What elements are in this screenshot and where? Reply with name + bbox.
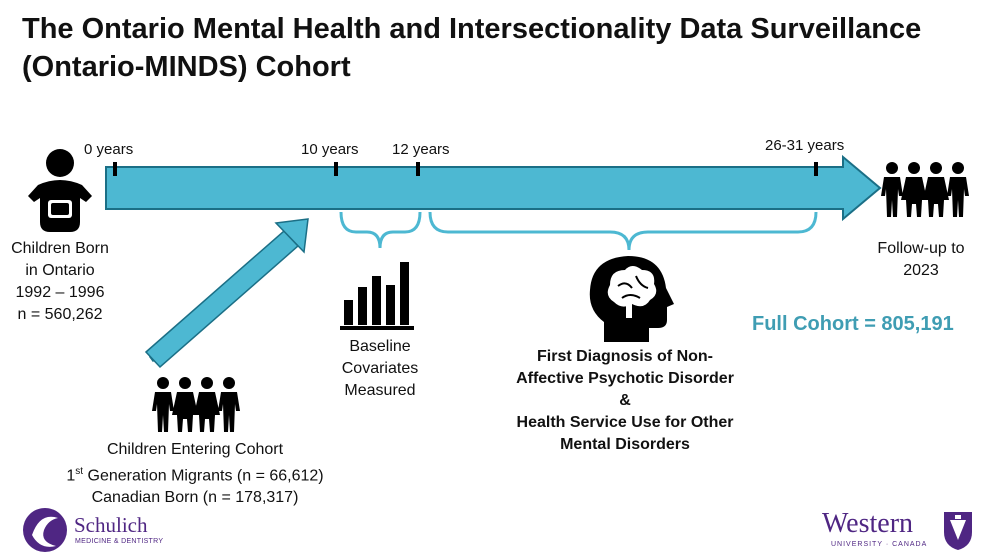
tick-mark-10 (334, 162, 338, 176)
follow-up-block: Follow-up to 2023 (866, 238, 976, 282)
brain-head-icon (589, 256, 674, 342)
children-born-line2: in Ontario (25, 262, 95, 279)
bar-chart-icon (340, 262, 414, 330)
family-icon-left (152, 377, 240, 432)
tick-label-26-31: 26-31 years (765, 137, 845, 154)
entering-migrants-rest: Generation Migrants (n = 66,612) (83, 467, 324, 485)
tick-mark-12 (416, 162, 420, 176)
schulich-logo-sub: MEDICINE & DENTISTRY (75, 538, 164, 545)
children-born-block: Children Born in Ontario 1992 – 1996 n =… (0, 238, 120, 326)
tick-label-0: 0 years (84, 141, 134, 158)
tick-mark-0 (113, 162, 117, 176)
western-crest-icon (944, 512, 972, 550)
baseline-line2: Covariates (341, 360, 419, 377)
entering-arrow-body (144, 229, 300, 369)
baseline-bracket (339, 211, 422, 249)
western-logo-sub: UNIVERSITY · CANADA (831, 541, 928, 548)
children-born-count: n = 560,262 (17, 306, 103, 323)
diagnosis-ampersand: & (619, 392, 631, 409)
diagnosis-line5: Mental Disorders (560, 436, 690, 453)
follow-up-year: 2023 (903, 262, 939, 279)
children-born-years: 1992 – 1996 (15, 284, 105, 301)
schulich-logo-icon (23, 508, 67, 552)
baseline-block: Baseline Covariates Measured (325, 336, 435, 402)
baseline-line1: Baseline (349, 338, 411, 355)
children-born-line1: Children Born (11, 240, 109, 257)
family-icon-right (881, 162, 969, 217)
entering-migrants: 1st Generation Migrants (n = 66,612) (40, 461, 350, 487)
full-cohort-total: Full Cohort = 805,191 (752, 313, 954, 335)
entering-arrow-head (274, 218, 309, 254)
tick-mark-26 (814, 162, 818, 176)
children-entering-block: Children Entering Cohort 1st Generation … (40, 439, 350, 509)
page-title: The Ontario Mental Health and Intersecti… (22, 13, 922, 83)
tick-label-10: 10 years (301, 141, 359, 158)
follow-up-line1: Follow-up to (877, 240, 965, 257)
diagnosis-line2: Affective Psychotic Disorder (516, 370, 734, 387)
diagnosis-line1: First Diagnosis of Non- (537, 348, 713, 365)
timeline-arrow (105, 154, 882, 222)
schulich-logo-name: Schulich (74, 513, 148, 537)
tick-label-12: 12 years (392, 141, 450, 158)
outcome-bracket (428, 211, 818, 251)
entering-canadian-born: Canadian Born (n = 178,317) (91, 489, 299, 507)
entering-line1: Children Entering Cohort (106, 441, 284, 458)
baby-icon (28, 149, 92, 232)
entering-migrants-sup: st (75, 466, 84, 477)
diagnosis-block: First Diagnosis of Non- Affective Psycho… (470, 346, 780, 456)
western-logo-name: Western (822, 508, 914, 539)
entering-migrants-num: 1 (66, 467, 76, 485)
diagnosis-line4: Health Service Use for Other (516, 414, 734, 431)
baseline-line3: Measured (344, 382, 416, 399)
